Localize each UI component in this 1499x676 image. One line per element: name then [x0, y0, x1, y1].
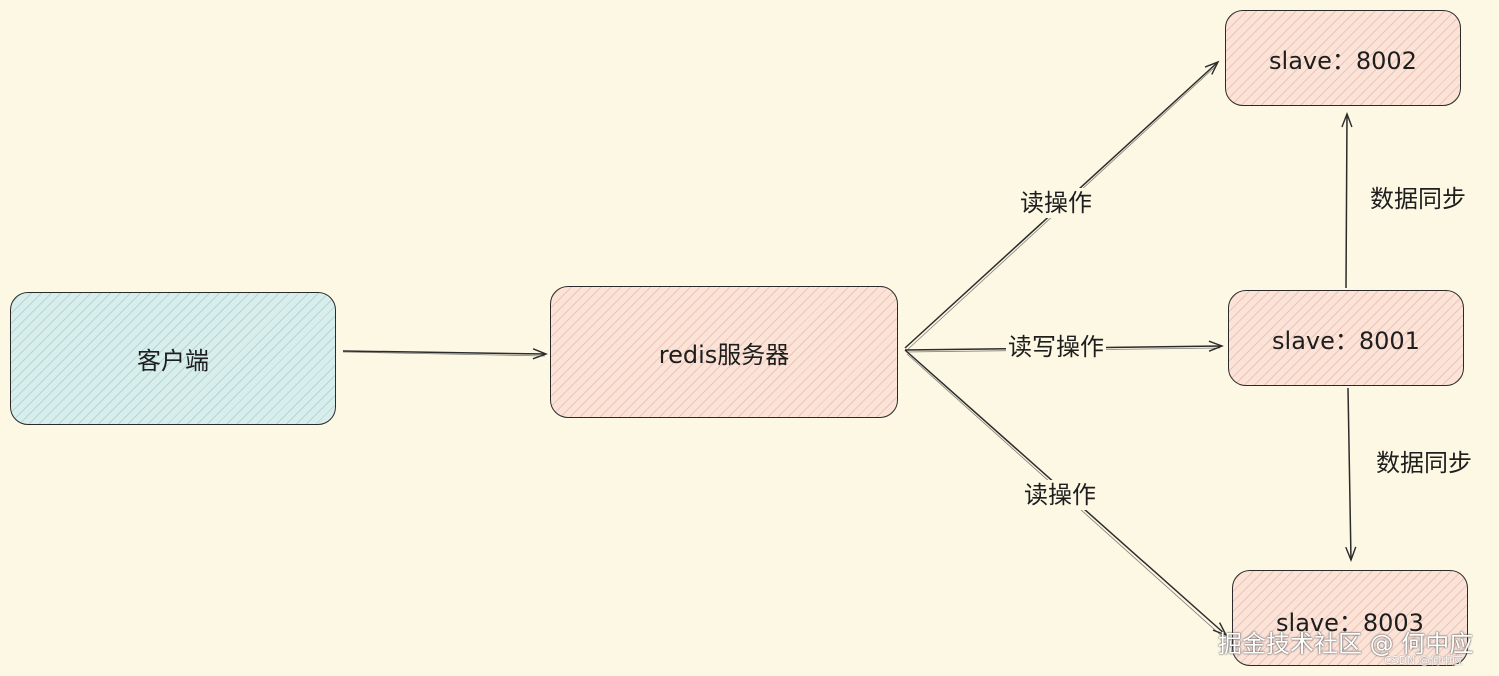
slave-8002-node: slave：8002 — [1225, 10, 1461, 106]
edge-label-read-bottom: 读操作 — [1022, 480, 1098, 510]
slave-8003-node: slave：8003 — [1232, 570, 1468, 666]
slave-8001-node: slave：8001 — [1228, 290, 1464, 386]
edge-client-to-redis — [342, 348, 548, 360]
edge-label-sync-down: 数据同步 — [1376, 449, 1472, 477]
slave-8001-label: slave：8001 — [1272, 326, 1420, 355]
client-node: 客户端 — [10, 292, 336, 425]
watermark-csdn: CSDN @何中应 — [1384, 654, 1463, 667]
edge-label-read-top: 读操作 — [1018, 188, 1094, 218]
redis-server-label: redis服务器 — [658, 340, 790, 369]
watermark-juejin: 掘金技术社区 @ 何中应 — [1218, 630, 1474, 658]
slave-8003-label: slave：8003 — [1276, 609, 1424, 637]
edge-sync-8001-to-8003 — [1345, 387, 1357, 562]
redis-server-node: redis服务器 — [550, 286, 898, 418]
edge-label-sync-up: 数据同步 — [1370, 185, 1466, 213]
edge-sync-8001-to-8002 — [1341, 112, 1353, 289]
client-label: 客户端 — [137, 347, 209, 375]
edge-label-read-write: 读写操作 — [1006, 332, 1106, 362]
slave-8002-label: slave：8002 — [1269, 46, 1417, 75]
